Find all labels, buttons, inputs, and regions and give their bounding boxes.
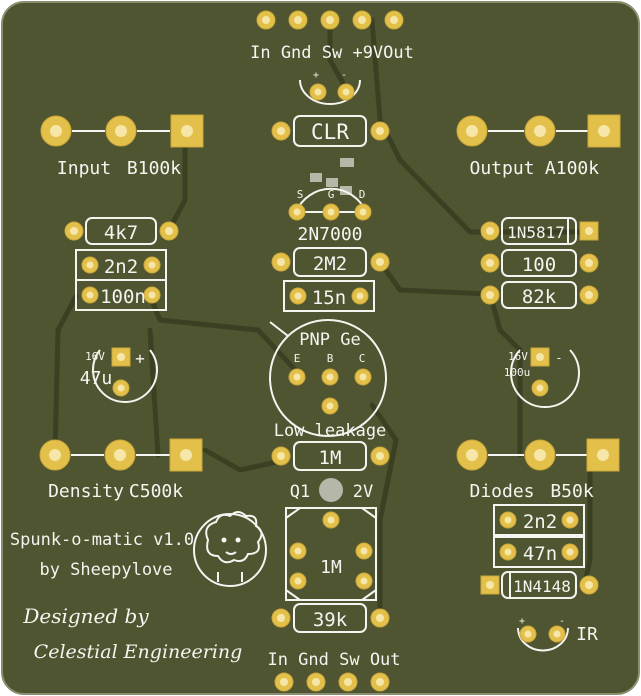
b100k-label: B100k <box>127 158 181 179</box>
output-pot[interactable] <box>456 114 621 148</box>
clr-resistor[interactable]: CLR <box>271 115 390 147</box>
trim-1m-label: 1M <box>320 557 342 578</box>
r-82k[interactable]: 82k <box>480 281 599 309</box>
power-cap-top[interactable]: + - <box>299 70 361 105</box>
c-47n-label: 47n <box>523 543 557 565</box>
bottom-header-pads[interactable] <box>274 672 390 692</box>
r-4k7-label: 4k7 <box>104 222 138 244</box>
pin-c: C <box>359 352 366 365</box>
mosfet-label: 2N7000 <box>297 224 362 245</box>
celestial-engineering: Celestial Engineering <box>34 641 243 663</box>
r-100-label: 100 <box>522 254 556 276</box>
r-4k7[interactable]: 4k7 <box>64 217 179 245</box>
cap-left-plus: + <box>135 349 145 368</box>
pin-d: D <box>359 188 366 201</box>
d-1n4148[interactable]: 1N4148 <box>480 571 599 599</box>
ir-minus: - <box>559 616 565 627</box>
diodes-label: Diodes <box>469 481 534 502</box>
c500k-label: C500k <box>129 481 183 502</box>
d-1n5817[interactable]: 1N5817 <box>480 217 599 245</box>
c-100n-label: 100n <box>100 286 146 308</box>
pin-e: E <box>294 352 301 365</box>
diodes-pot[interactable] <box>456 438 620 472</box>
pnp-label: PNP Ge <box>299 330 360 350</box>
title-line1: Spunk-o-matic v1.0 <box>10 530 194 550</box>
q1-bias-pad[interactable] <box>319 478 343 502</box>
trimmer-1m[interactable]: 1M <box>285 507 377 601</box>
r-2m2[interactable]: 2M2 <box>271 247 390 277</box>
d-1n5817-label: 1N5817 <box>507 223 565 242</box>
title-line2: by Sheepylove <box>39 560 172 580</box>
d-1n4148-label: 1N4148 <box>513 577 571 596</box>
r-100[interactable]: 100 <box>480 249 599 277</box>
pin-g: G <box>328 188 335 201</box>
cap-plus: + <box>313 70 319 81</box>
v2-label: 2V <box>353 482 373 502</box>
bottom-header-label: In Gnd Sw Out <box>267 650 400 670</box>
c-15n[interactable]: 15n <box>283 280 375 312</box>
designed-by: Designed by <box>22 604 149 628</box>
c-2n2-right[interactable]: 2n2 <box>493 504 585 536</box>
cap-left-value: 47u <box>80 368 113 389</box>
ir-plus: + <box>519 616 525 627</box>
pin-b: B <box>327 352 334 365</box>
output-label: Output <box>469 158 534 179</box>
input-label: Input <box>57 158 111 179</box>
c-100n[interactable]: 100n <box>75 279 167 311</box>
cap-right-value: 100u <box>504 366 531 379</box>
top-header-pads[interactable] <box>256 10 404 30</box>
sheep-logo <box>193 511 267 587</box>
cap-100u[interactable]: 16V 100u - <box>504 347 580 408</box>
low-leakage-label: Low leakage <box>274 421 387 441</box>
r-39k-label: 39k <box>313 609 348 631</box>
mosfet-2n7000[interactable]: S G D <box>288 158 372 221</box>
cap-minus: - <box>341 70 347 81</box>
top-header-label: In Gnd Sw +9VOut <box>250 43 414 63</box>
cap-47u[interactable]: 16V 47u + <box>80 347 158 403</box>
c-47n[interactable]: 47n <box>493 536 585 568</box>
cap-left-voltage: 16V <box>85 350 105 363</box>
r-1m[interactable]: 1M <box>271 441 390 471</box>
pnp-transistor[interactable]: PNP Ge E B C <box>269 319 387 437</box>
pin-s: S <box>297 188 304 201</box>
r-2m2-label: 2M2 <box>313 253 347 275</box>
cap-right-minus: - <box>555 351 562 365</box>
c-2n2-left-label: 2n2 <box>104 256 138 278</box>
clr-label: CLR <box>311 120 349 144</box>
q1-label: Q1 <box>290 482 310 502</box>
ir-led[interactable]: + - <box>517 616 569 652</box>
r-1m-label: 1M <box>319 447 342 469</box>
a100k-label: A100k <box>545 158 599 179</box>
density-label: Density <box>48 481 124 502</box>
c-2n2-right-label: 2n2 <box>523 511 557 533</box>
density-pot[interactable] <box>39 438 203 472</box>
c-15n-label: 15n <box>312 287 346 309</box>
r-39k[interactable]: 39k <box>271 603 390 633</box>
cap-right-voltage: 16V <box>508 350 528 363</box>
ir-label: IR <box>576 624 598 645</box>
b50k-label: B50k <box>550 481 594 502</box>
input-pot[interactable] <box>40 114 204 148</box>
r-82k-label: 82k <box>522 286 557 308</box>
